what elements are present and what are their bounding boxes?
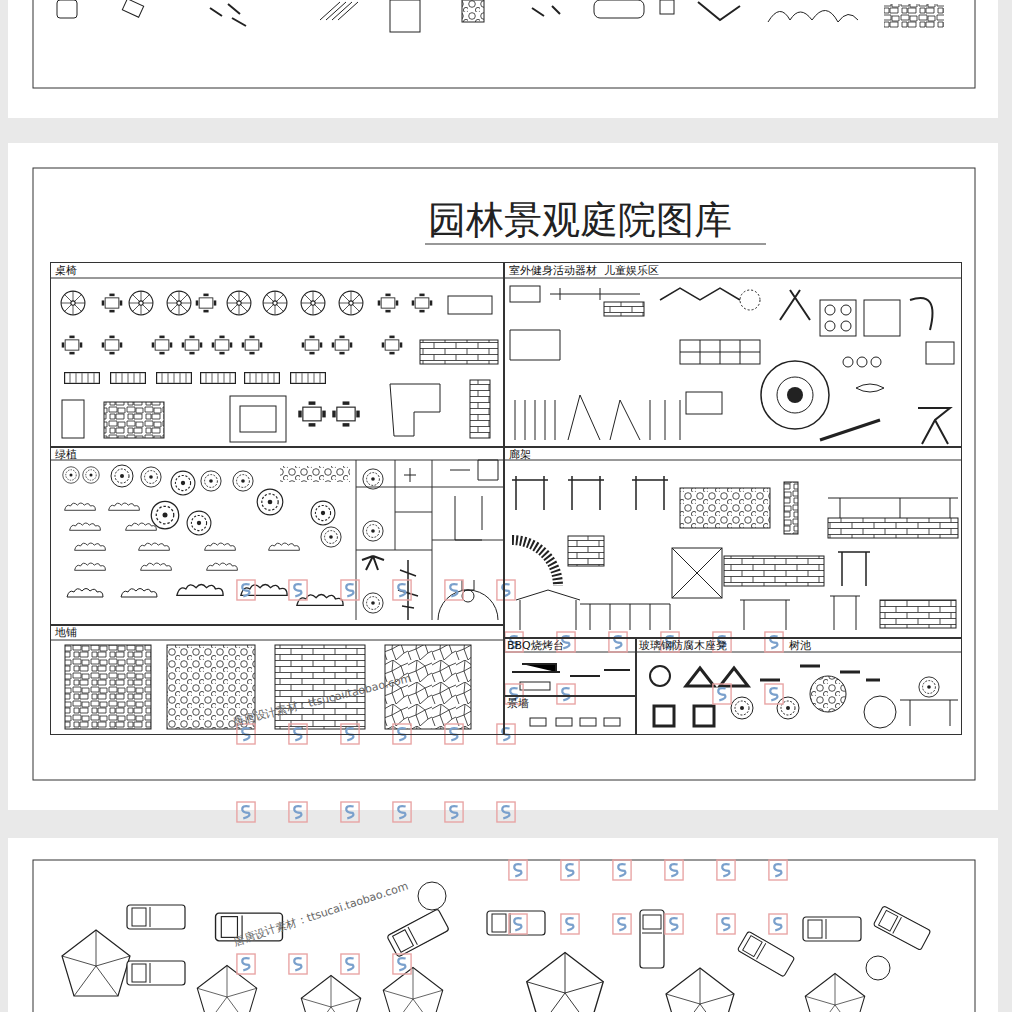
section-heading: 玻璃钢防腐木座凳 xyxy=(639,639,727,652)
section-heading: 绿植 xyxy=(55,448,77,461)
category-panel: 玻璃钢防腐木座凳 树池 xyxy=(636,638,962,735)
section-heading: BBQ烧烤台 xyxy=(507,639,564,652)
category-panel: 室外健身活动器材儿童娱乐区 xyxy=(504,262,962,447)
category-panel: 景墙 xyxy=(504,696,636,735)
category-panel: 绿植 xyxy=(50,447,504,625)
section-heading: 地铺 xyxy=(55,626,77,639)
category-panel: 廊架 xyxy=(504,447,962,638)
section-heading: 树池 xyxy=(789,639,811,652)
category-panel: 桌椅 xyxy=(50,262,504,447)
section-heading: 廊架 xyxy=(509,448,531,461)
section-heading: 室外健身活动器材 xyxy=(509,264,597,277)
section-heading: 桌椅 xyxy=(55,264,77,277)
category-panel: BBQ烧烤台 xyxy=(504,638,636,696)
section-heading: 景墙 xyxy=(507,697,529,710)
category-panel: 地铺 xyxy=(50,625,504,735)
section-heading: 儿童娱乐区 xyxy=(604,264,659,277)
library-title: 园林景观庭院图库 xyxy=(428,198,732,242)
